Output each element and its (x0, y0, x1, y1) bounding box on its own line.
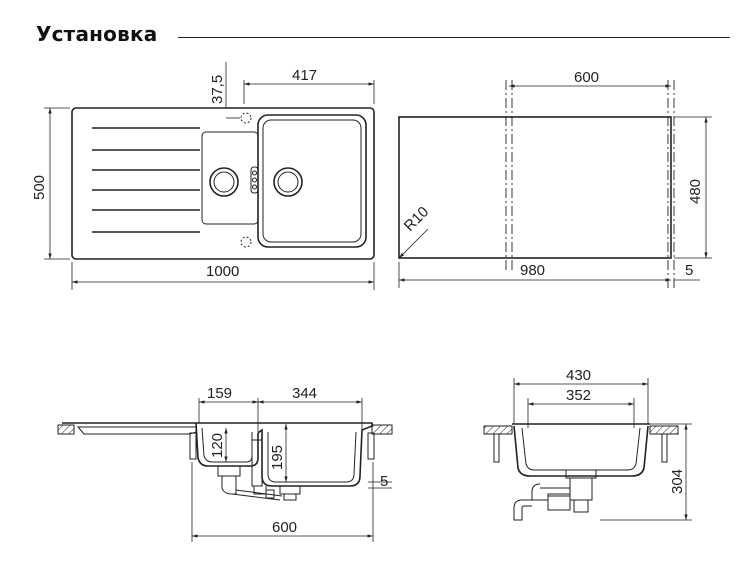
dim-159: 159 (207, 385, 232, 402)
dim-120: 120 (209, 433, 226, 458)
cutout-view: 600 480 R10 980 5 (398, 69, 712, 288)
dim-417: 417 (292, 67, 317, 84)
main-drain (273, 167, 303, 197)
front-section-view: 159 344 120 195 5 600 (57, 385, 393, 542)
tap-hole-top (240, 112, 252, 124)
side-siphon (513, 470, 597, 521)
dim-500: 500 (31, 175, 48, 200)
side-worktop-right (649, 425, 679, 435)
sink-top-view: 417 37,5 500 1000 (31, 62, 375, 290)
dim-600-top: 600 (574, 69, 599, 86)
cutout-outline (398, 116, 672, 259)
heading-rule (178, 37, 730, 38)
dim-5-cutout: 5 (685, 262, 693, 279)
dim-430: 430 (566, 367, 591, 384)
worktop-left (57, 424, 75, 435)
dim-r10: R10 (401, 203, 432, 234)
dim-600-front: 600 (272, 519, 297, 536)
side-section-view: 430 352 304 (483, 367, 692, 521)
front-siphon (217, 439, 301, 501)
tap-clip-left (189, 432, 197, 460)
drainer-grooves (92, 127, 200, 233)
side-worktop-left (483, 425, 513, 435)
tap-hole-bottom (240, 236, 252, 248)
dim-37-5: 37,5 (209, 75, 226, 104)
dim-1000: 1000 (206, 263, 239, 280)
dim-304: 304 (669, 469, 686, 494)
dim-5-front: 5 (380, 473, 388, 490)
section-heading: Установка (36, 22, 158, 46)
tap-clip-right (367, 432, 375, 460)
sink-outline (71, 107, 375, 260)
dim-344: 344 (292, 385, 317, 402)
dim-195: 195 (269, 445, 286, 470)
dim-352: 352 (566, 387, 591, 404)
dim-480: 480 (687, 179, 704, 204)
main-bowl (257, 114, 367, 248)
dim-980: 980 (520, 262, 545, 279)
small-drain (209, 167, 239, 197)
worktop-right (371, 424, 393, 435)
